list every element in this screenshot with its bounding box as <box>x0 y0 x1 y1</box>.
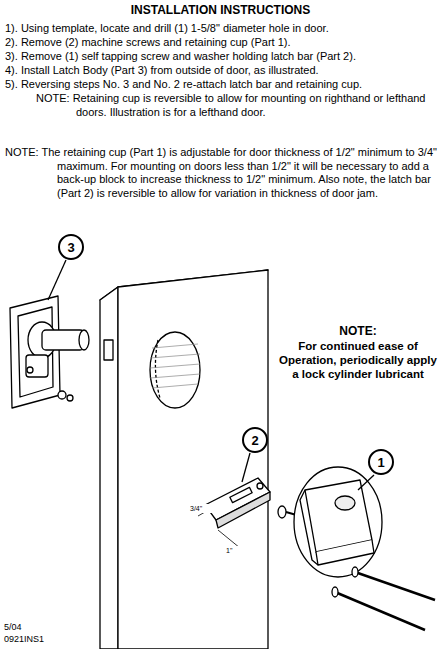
washer <box>278 506 286 518</box>
callout-circle: 3 <box>58 234 84 260</box>
callout-circle: 2 <box>242 427 268 453</box>
instruction-step: 5). Reversing steps No. 3 and No. 2 re-a… <box>5 78 437 92</box>
leader-line <box>358 475 374 490</box>
note-text: NOTE: <box>280 324 436 339</box>
note-text: NOTE: Retaining cup is reversible to all… <box>36 92 436 119</box>
machine-screw <box>355 572 435 600</box>
instruction-step: 3). Remove (1) self tapping screw and wa… <box>5 50 437 64</box>
drilled-hole <box>150 332 200 408</box>
door-face <box>118 270 268 649</box>
callout-number: 2 <box>251 433 258 448</box>
dimension-label: 3/4" <box>190 504 212 513</box>
note-text: For continued ease of Operation, periodi… <box>278 339 438 381</box>
callout-number: 3 <box>67 240 74 255</box>
machine-screw <box>335 592 425 630</box>
leader-line <box>242 453 250 482</box>
dimension-label: 1" <box>226 546 242 555</box>
leader-line <box>48 260 66 300</box>
footer-code: 5/04 <box>4 622 64 633</box>
footer-code: 0921INS1 <box>4 634 84 645</box>
door-edge <box>100 287 118 649</box>
title: INSTALLATION INSTRUCTIONS <box>0 4 441 18</box>
note-text: NOTE: The retaining cup (Part 1) is adju… <box>5 146 437 200</box>
retaining-cup <box>294 467 382 577</box>
latch-bolt <box>42 330 84 350</box>
instruction-step: 2). Remove (2) machine screws and retain… <box>5 36 437 50</box>
door-edge-slot <box>104 340 113 360</box>
instruction-step: 4). Install Latch Body (Part 3) from out… <box>5 64 437 78</box>
latch-body-plate <box>10 296 60 408</box>
callout-circle: 1 <box>368 449 394 475</box>
callout-number: 1 <box>377 455 384 470</box>
instruction-step: 1). Using template, locate and drill (1)… <box>5 22 437 36</box>
